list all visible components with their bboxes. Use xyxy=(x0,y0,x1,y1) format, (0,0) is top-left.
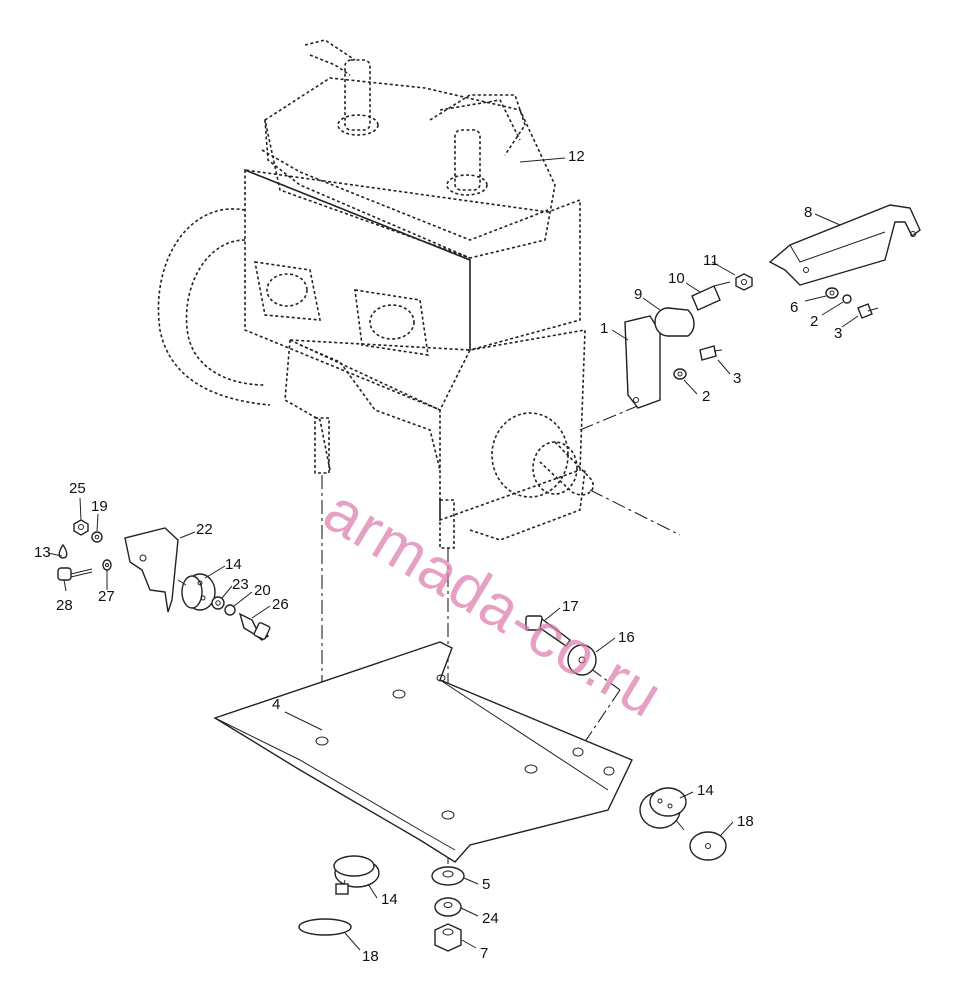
drop-13 xyxy=(58,543,68,559)
label-16: 16 xyxy=(618,629,635,646)
base-plate xyxy=(213,641,633,863)
label-2-top: 2 xyxy=(810,313,819,330)
label-24: 24 xyxy=(482,910,499,927)
label-28: 28 xyxy=(56,597,73,614)
label-25: 25 xyxy=(69,480,86,497)
mount-14-left xyxy=(177,573,216,611)
label-3-top: 3 xyxy=(834,325,843,342)
washer-2-right xyxy=(673,368,687,380)
label-7: 7 xyxy=(480,945,489,962)
cap-9 xyxy=(654,307,695,337)
washer-18-bottom xyxy=(298,918,352,936)
nut-25 xyxy=(73,519,89,536)
leader-lines xyxy=(47,157,859,951)
washer-2-top xyxy=(842,294,852,304)
washer-27 xyxy=(102,559,112,571)
nut-7 xyxy=(434,923,462,952)
label-2-right: 2 xyxy=(702,388,711,405)
label-22: 22 xyxy=(196,521,213,538)
label-11: 11 xyxy=(703,252,719,269)
bolt-3-top xyxy=(857,303,879,319)
spacer-10 xyxy=(691,281,731,311)
washer-16 xyxy=(567,644,597,676)
label-3-right: 3 xyxy=(733,370,742,387)
washer-24 xyxy=(434,897,462,917)
label-20: 20 xyxy=(254,582,271,599)
washer-23 xyxy=(211,596,225,610)
bracket-1 xyxy=(624,315,661,409)
washer-6 xyxy=(825,287,839,299)
label-23: 23 xyxy=(232,576,249,593)
bolt-26 xyxy=(238,612,271,641)
label-6: 6 xyxy=(790,299,799,316)
washer-19 xyxy=(91,531,103,543)
label-8: 8 xyxy=(804,204,813,221)
mount-14-bottom xyxy=(333,855,380,895)
label-19: 19 xyxy=(91,498,108,515)
label-1: 1 xyxy=(600,320,609,337)
bracket-8 xyxy=(768,204,921,286)
label-26: 26 xyxy=(272,596,289,613)
label-10: 10 xyxy=(668,270,685,287)
label-12: 12 xyxy=(568,148,585,165)
nut-11 xyxy=(735,273,753,291)
label-13: 13 xyxy=(34,544,51,561)
label-18-right: 18 xyxy=(737,813,754,830)
screw-28 xyxy=(57,567,93,581)
bolt-17 xyxy=(525,615,571,647)
bracket-22 xyxy=(124,527,179,613)
label-27: 27 xyxy=(98,588,115,605)
engine-assembly xyxy=(157,39,595,549)
label-17: 17 xyxy=(562,598,579,615)
label-14-right: 14 xyxy=(697,782,714,799)
washer-5 xyxy=(431,866,465,886)
washer-18-right xyxy=(689,831,727,861)
washer-20 xyxy=(224,604,236,616)
label-18-bottom: 18 xyxy=(362,948,379,965)
label-14-left: 14 xyxy=(225,556,242,573)
label-9: 9 xyxy=(634,286,643,303)
label-5: 5 xyxy=(482,876,491,893)
bolt-3-right xyxy=(699,345,723,361)
mount-14-right xyxy=(639,787,687,831)
label-4: 4 xyxy=(272,696,281,713)
label-14-bottom: 14 xyxy=(381,891,398,908)
